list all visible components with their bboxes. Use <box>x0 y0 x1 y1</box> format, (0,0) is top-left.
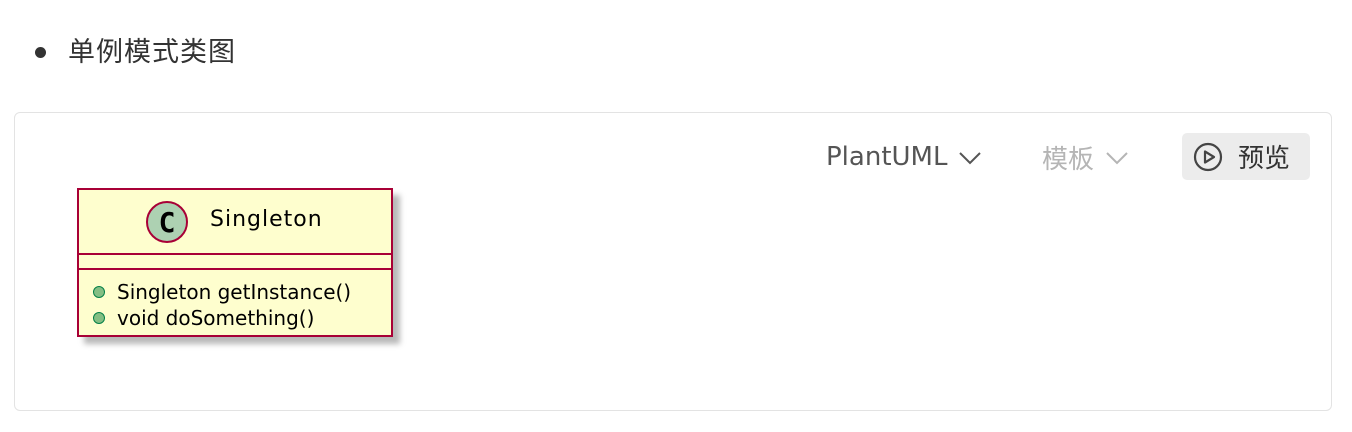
method-row: Singleton getInstance() <box>93 280 351 304</box>
method-signature: void doSomething() <box>117 306 315 330</box>
play-circle-icon <box>1193 142 1223 171</box>
uml-class-box: C Singleton Singleton getInstance() void… <box>77 188 393 337</box>
public-method-icon <box>93 312 105 324</box>
methods-divider <box>79 268 391 270</box>
chevron-down-icon <box>1106 152 1128 165</box>
template-select-label: 模板 <box>1042 144 1095 175</box>
language-select-label: PlantUML <box>826 142 948 172</box>
attributes-divider <box>79 253 391 255</box>
uml-class-header: C Singleton <box>79 190 391 256</box>
bullet-icon <box>35 47 46 58</box>
language-select[interactable]: PlantUML <box>826 139 983 175</box>
method-signature: Singleton getInstance() <box>117 280 352 304</box>
list-item-text: 单例模式类图 <box>68 37 236 68</box>
template-select[interactable]: 模板 <box>1042 139 1130 175</box>
method-row: void doSomething() <box>93 306 314 330</box>
class-stereotype-badge: C <box>146 201 188 243</box>
preview-button-label: 预览 <box>1238 144 1291 174</box>
class-name: Singleton <box>210 207 323 232</box>
public-method-icon <box>93 286 105 298</box>
preview-button[interactable]: 预览 <box>1182 133 1310 180</box>
chevron-down-icon <box>959 152 982 165</box>
